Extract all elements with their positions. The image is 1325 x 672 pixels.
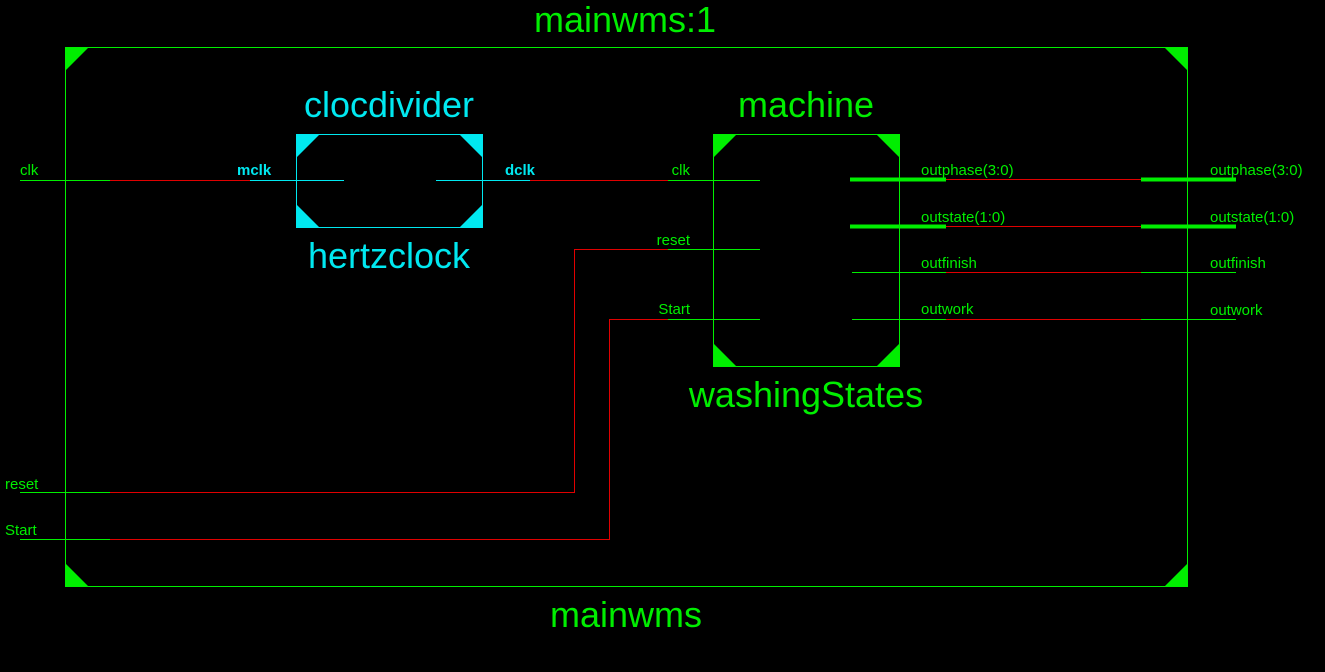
- net-start[interactable]: [110, 319, 668, 540]
- machine-corner-tr: [876, 134, 900, 158]
- machine-module-name: washingStates: [688, 374, 923, 415]
- nets: [110, 179, 1141, 540]
- top-instance-title: mainwms:1: [534, 0, 716, 40]
- port-label-outwork: outwork: [1210, 302, 1263, 319]
- port-label-reset: reset: [5, 476, 39, 493]
- frame-corner-bl: [65, 563, 89, 587]
- clocdivider-corner-br: [459, 204, 483, 228]
- port-label-outphase: outphase(3:0): [1210, 162, 1303, 179]
- net-reset[interactable]: [110, 249, 668, 493]
- machine-corner-br: [876, 343, 900, 367]
- top-output-ports: [1141, 177, 1236, 320]
- top-input-ports: [20, 180, 110, 540]
- frame-corner-br: [1164, 563, 1188, 587]
- clocdivider-corner-tr: [459, 134, 483, 158]
- clocdivider-corner-bl: [296, 204, 320, 228]
- top-module-name: mainwms: [550, 594, 702, 635]
- machine-corner-bl: [713, 343, 737, 367]
- clocdivider-corner-tl: [296, 134, 320, 158]
- machine-corner-tl: [713, 134, 737, 158]
- clocdivider-module-name: hertzclock: [308, 235, 471, 276]
- machine-pin-outphase-label: outphase(3:0): [921, 162, 1014, 179]
- top-module-frame[interactable]: [65, 47, 1188, 587]
- machine-instance-label: machine: [738, 84, 874, 125]
- frame-corner-tr: [1164, 47, 1188, 71]
- port-label-clk: clk: [20, 162, 39, 179]
- clocdivider-pin-dclk-label: dclk: [505, 162, 536, 179]
- machine-pin-outfinish-label: outfinish: [921, 255, 977, 272]
- frame-corner-tl: [65, 47, 89, 71]
- port-label-outfinish: outfinish: [1210, 255, 1266, 272]
- machine-pin-outwork-label: outwork: [921, 301, 974, 318]
- machine-block[interactable]: [668, 134, 946, 367]
- clocdivider-pin-mclk-label: mclk: [237, 162, 272, 179]
- port-label-outstate: outstate(1:0): [1210, 209, 1294, 226]
- clocdivider-block[interactable]: [250, 134, 530, 228]
- machine-pin-outstate-label: outstate(1:0): [921, 209, 1005, 226]
- machine-pin-reset-label: reset: [657, 232, 691, 249]
- machine-pin-clk-label: clk: [672, 162, 691, 179]
- clocdivider-instance-label: clocdivider: [304, 84, 474, 125]
- machine-frame: [713, 134, 900, 367]
- port-label-start: Start: [5, 522, 38, 539]
- machine-pin-start-label: Start: [658, 301, 691, 318]
